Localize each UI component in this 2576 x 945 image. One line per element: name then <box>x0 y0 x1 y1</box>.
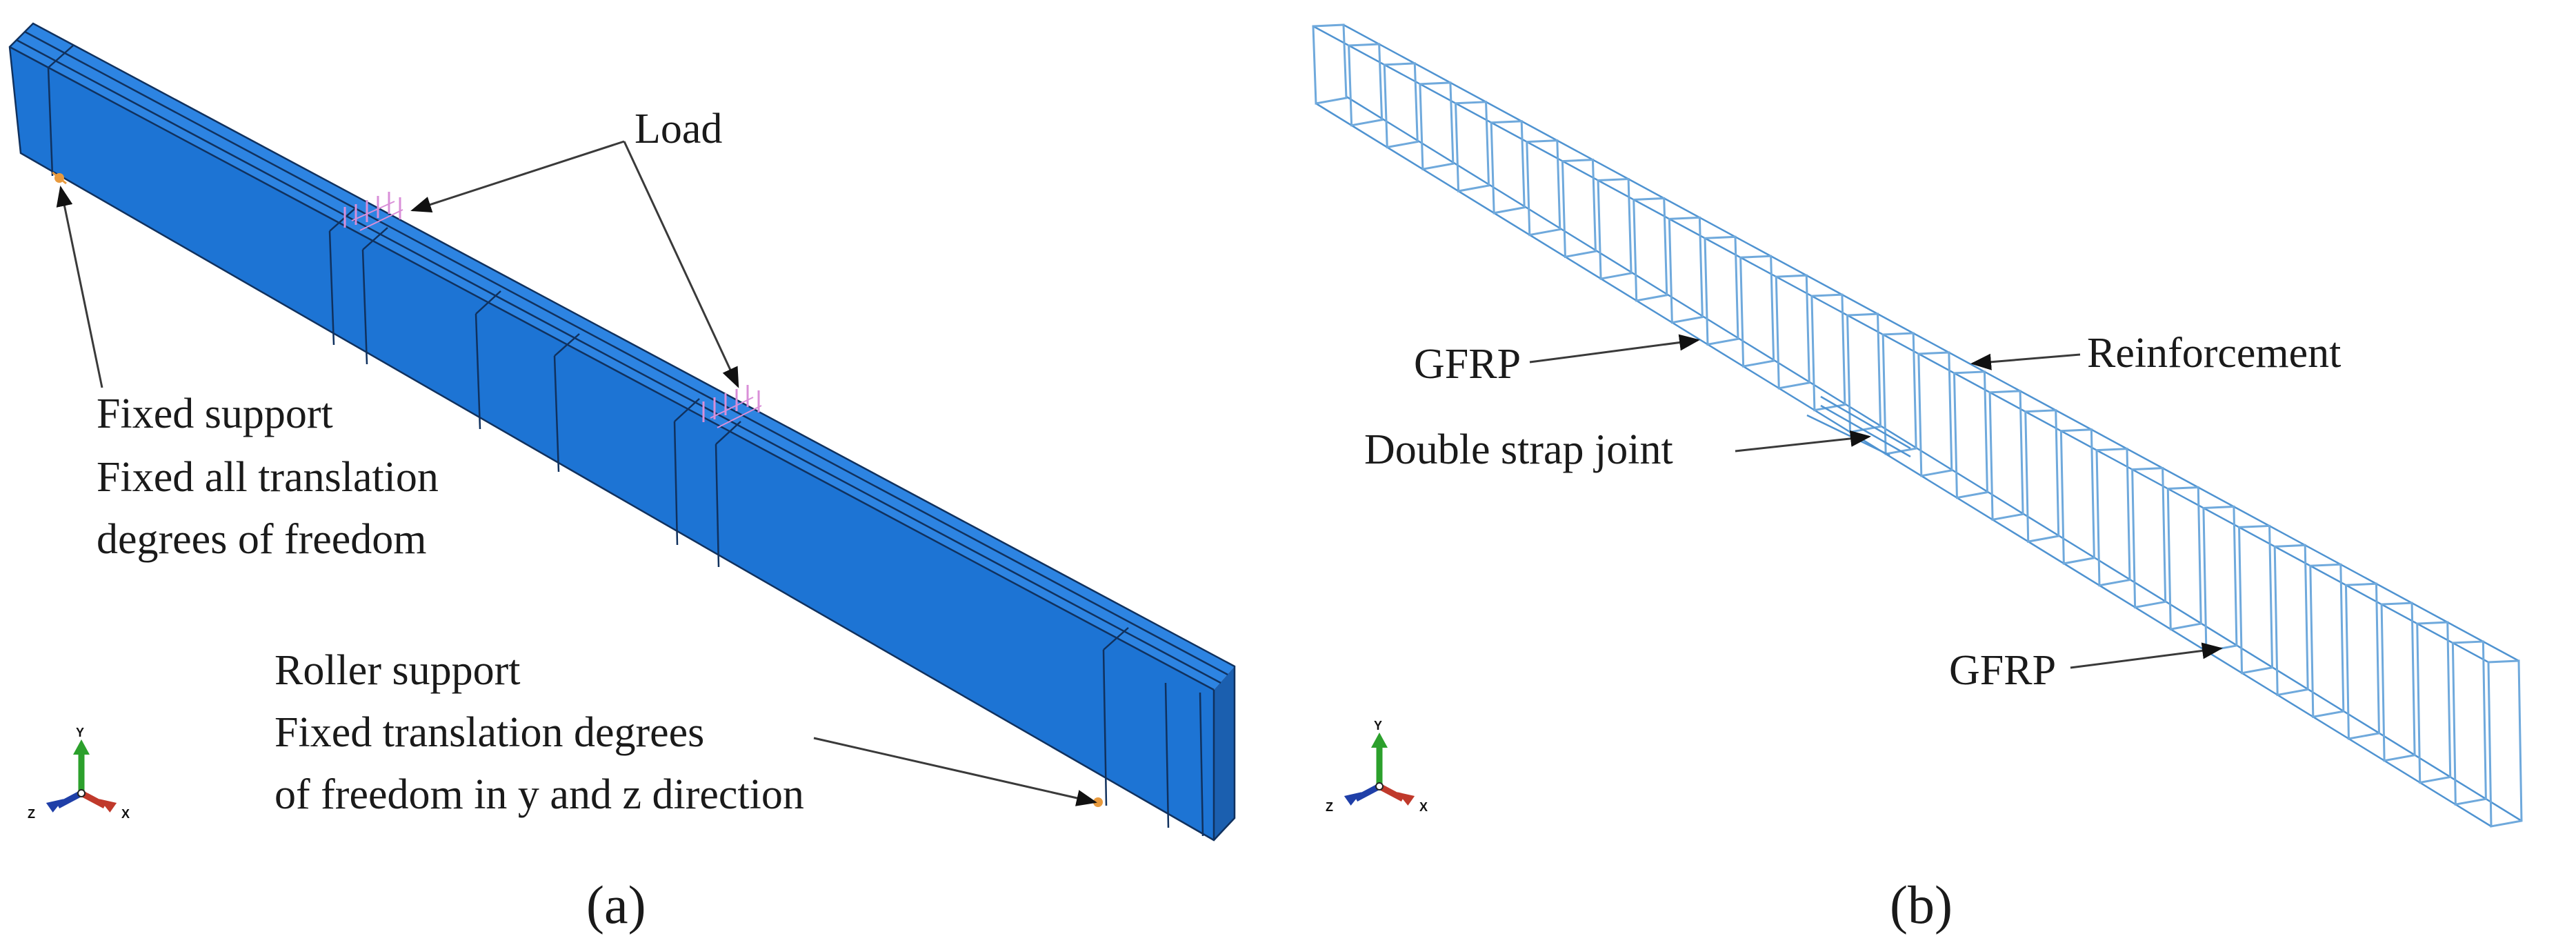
roller-support-line3: of freedom in y and z direction <box>274 771 804 818</box>
stirrup-hoop <box>1348 43 1384 127</box>
stirrup-hoop <box>1775 274 1810 390</box>
gfrp-top-label: GFRP <box>1414 341 1521 388</box>
caption-b: (b) <box>1890 875 1953 935</box>
caption-a: (a) <box>586 875 646 935</box>
load-marker-1 <box>343 192 403 231</box>
double-strap-leader <box>1735 430 1871 452</box>
stirrup-hoop <box>2309 563 2345 719</box>
stirrup-hoop <box>2238 524 2274 675</box>
stirrup-hoop <box>1597 177 1633 280</box>
roller-support-leader <box>813 737 1097 806</box>
stirrup-hoop <box>1810 293 1846 412</box>
stirrup-hoop <box>2131 467 2167 609</box>
reinforcement-label: Reinforcement <box>2087 330 2341 377</box>
roller-support-line1: Roller support <box>274 647 520 694</box>
axis-z-label-b: Z <box>1326 800 1333 814</box>
beam-side-face <box>10 47 1214 840</box>
axis-triad-a: Y X Z <box>28 726 130 821</box>
double-strap-label: Double strap joint <box>1364 426 1673 473</box>
stirrup-hoop <box>1383 62 1419 149</box>
beam-end-face <box>1214 666 1235 840</box>
stirrup-hoop <box>1704 235 1739 346</box>
stirrups <box>1312 23 2523 828</box>
stirrup-hoop <box>2059 428 2095 565</box>
beam-solid <box>8 22 1236 842</box>
stirrup-hoop <box>2024 409 2060 543</box>
stirrup-hoop <box>2202 505 2238 653</box>
axis-x-label: X <box>121 807 130 821</box>
reinforcement-leader <box>1970 353 2081 370</box>
load-label: Load <box>635 106 722 152</box>
gfrp-bottom-label: GFRP <box>1949 647 2056 694</box>
stirrup-hoop <box>1917 351 1953 477</box>
fixed-support-line1: Fixed support <box>97 390 333 437</box>
load-marker-2 <box>702 385 762 428</box>
beam-top-face <box>10 23 1235 690</box>
panel-b: GFRP Reinforcement Double strap joint GF… <box>1312 23 2523 935</box>
roller-support-line2: Fixed translation degrees <box>274 709 704 756</box>
stirrup-hoop <box>1953 370 1988 499</box>
stirrup-hoop <box>1988 390 2024 521</box>
stirrup-hoop <box>1668 216 1704 324</box>
fixed-support-line3: degrees of freedom <box>97 516 427 563</box>
gfrp-bottom-leader <box>2070 642 2223 669</box>
axis-triad-b: Y X Z <box>1326 719 1428 814</box>
stirrup-hoop <box>1633 197 1668 302</box>
stirrup-hoop <box>1561 159 1597 259</box>
stirrup-hoop <box>1881 332 1917 455</box>
beam-partitions <box>47 45 1204 837</box>
stirrup-hoop <box>2166 486 2202 630</box>
gfrp-top-leader <box>1529 334 1700 364</box>
stirrup-hoop <box>2416 621 2452 784</box>
stirrup-hoop <box>2344 582 2380 740</box>
stirrup-hoop <box>2095 448 2131 587</box>
load-leader-1 <box>410 140 625 213</box>
stirrup-hoop <box>1739 255 1775 368</box>
reinforcement-cage <box>1312 23 2523 828</box>
stirrup-hoop <box>2380 601 2416 762</box>
stirrup-hoop <box>1490 120 1526 215</box>
stirrup-hoop <box>1312 23 1348 105</box>
stirrup-hoop <box>2487 659 2523 828</box>
axis-z-label: Z <box>28 807 35 821</box>
axis-x-label-b: X <box>1419 800 1428 814</box>
stirrup-hoop <box>1455 101 1490 192</box>
fixed-support-leader <box>56 186 103 388</box>
stirrup-hoop <box>2451 640 2487 806</box>
stirrup-hoop <box>1419 81 1455 171</box>
axis-y-label: Y <box>76 726 84 739</box>
stirrup-hoop <box>1526 139 1561 237</box>
fixed-support-line2: Fixed all translation <box>97 454 439 501</box>
axis-y-label-b: Y <box>1374 719 1382 733</box>
stirrup-hoop <box>2273 544 2309 697</box>
load-leader-2 <box>623 141 739 388</box>
panel-a: Load Fixed support Fixed all translation… <box>8 22 1236 935</box>
stirrup-hoop <box>1846 312 1882 434</box>
fixed-support-marker <box>52 171 67 185</box>
